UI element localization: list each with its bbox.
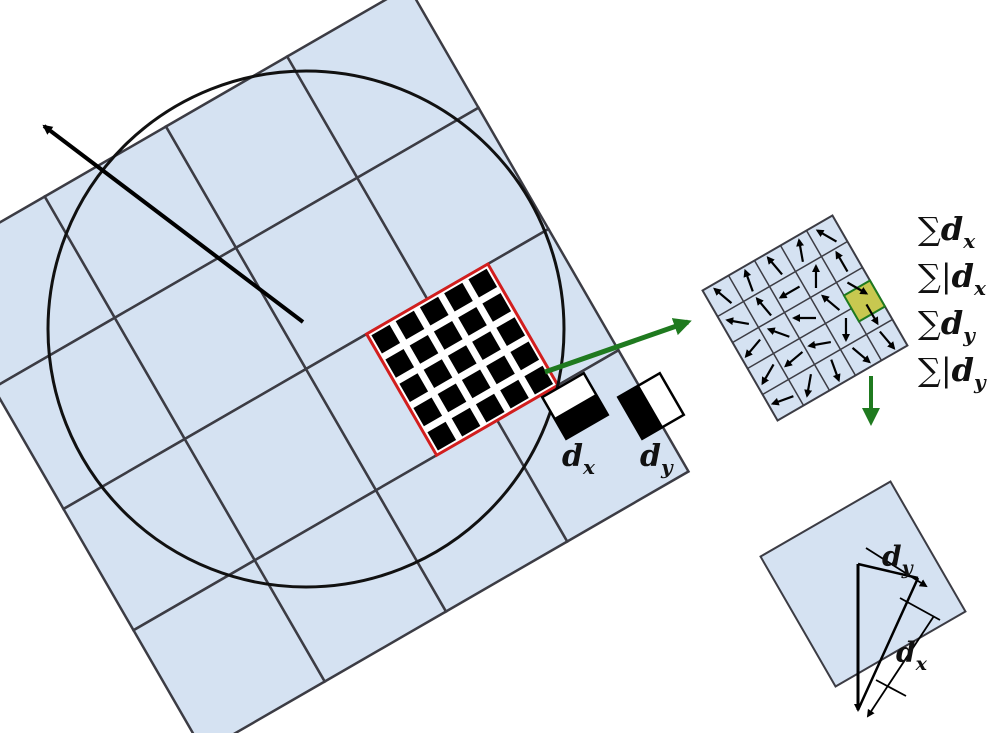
dx-vector-label: dx (896, 636, 928, 675)
fine-grid-block (399, 373, 429, 402)
gradient-vector (791, 314, 817, 323)
fine-grid-block (475, 393, 505, 423)
fine-grid-block (461, 369, 491, 399)
neighborhood-circle (46, 69, 566, 589)
sum-label: ∑dx (918, 210, 976, 253)
orientation-arrow (42, 124, 305, 324)
gradient-vector (778, 285, 801, 299)
fine-grid-block (385, 349, 415, 378)
fine-grid-block (419, 296, 449, 326)
fine-grid-block (433, 321, 463, 350)
gradient-vector (744, 338, 761, 358)
gradient-vector (846, 281, 869, 295)
fine-grid-block (451, 407, 481, 437)
gradient-vector (804, 373, 813, 398)
highlighted-subregion-border (364, 261, 560, 458)
gradient-vector (743, 268, 754, 292)
gradient-vector (761, 363, 775, 386)
sum-label: ∑dy (918, 304, 976, 347)
gradient-vector (766, 327, 790, 338)
gradient-vector-grid (701, 214, 909, 422)
fine-grid-block (458, 307, 487, 336)
gradient-vector (796, 238, 805, 263)
fine-grid-block (500, 379, 529, 409)
gradient-vector (865, 303, 879, 326)
green-arrow-to-gradient-grid (544, 318, 692, 375)
fine-grid-block (413, 397, 443, 427)
gradient-vector (821, 294, 841, 311)
gradient-vector (879, 330, 896, 350)
fine-grid-block (472, 331, 501, 360)
fine-grid-block (447, 345, 477, 374)
dy-vector-label: dy (882, 540, 915, 579)
gradient-vector (830, 359, 841, 383)
fine-grid-block (486, 355, 515, 385)
fine-grid-block (510, 341, 540, 371)
highlighted-subregion-fine-grid (366, 264, 558, 456)
gradient-vectors (713, 229, 896, 406)
dy-filter-label: dy (640, 439, 674, 479)
fine-grid-block (423, 359, 453, 388)
gradient-vector (815, 229, 838, 243)
haar-filter-dy (616, 371, 686, 441)
fine-grid-block (468, 268, 498, 298)
fine-grid-block (409, 335, 439, 364)
fine-grid-block (444, 282, 473, 312)
sum-label: ∑|dy (918, 351, 987, 394)
dx-filter-label: dx (562, 439, 596, 479)
vector-decomposition (854, 547, 941, 718)
main-rotated-grid (0, 0, 691, 733)
fine-grid-block (437, 383, 467, 413)
fine-grid-block (371, 324, 401, 354)
gradient-vector (851, 347, 871, 364)
gradient-vector (770, 395, 794, 406)
gradient-vector (725, 317, 750, 326)
sum-label: ∑|dx (918, 257, 987, 300)
gradient-vector (713, 287, 733, 304)
gradient-vector (835, 250, 849, 273)
gradient-vector (807, 340, 832, 349)
fine-grid-block (482, 293, 512, 322)
haar-filter-dx (540, 371, 610, 441)
gradient-vector (766, 256, 783, 276)
gradient-vector (784, 351, 804, 368)
sum-feature-labels: ∑dx∑|dx∑dy∑|dy (918, 210, 987, 394)
gradient-grid-lines (717, 230, 893, 406)
fine-grid-block (496, 317, 526, 346)
fine-grid-block (395, 310, 425, 340)
gradient-vector (811, 264, 820, 289)
sample-square (759, 480, 967, 688)
gradient-vector (755, 297, 772, 317)
main-grid-cells (0, 0, 691, 733)
fine-grid-block (427, 421, 457, 451)
gradient-vector (841, 317, 850, 342)
